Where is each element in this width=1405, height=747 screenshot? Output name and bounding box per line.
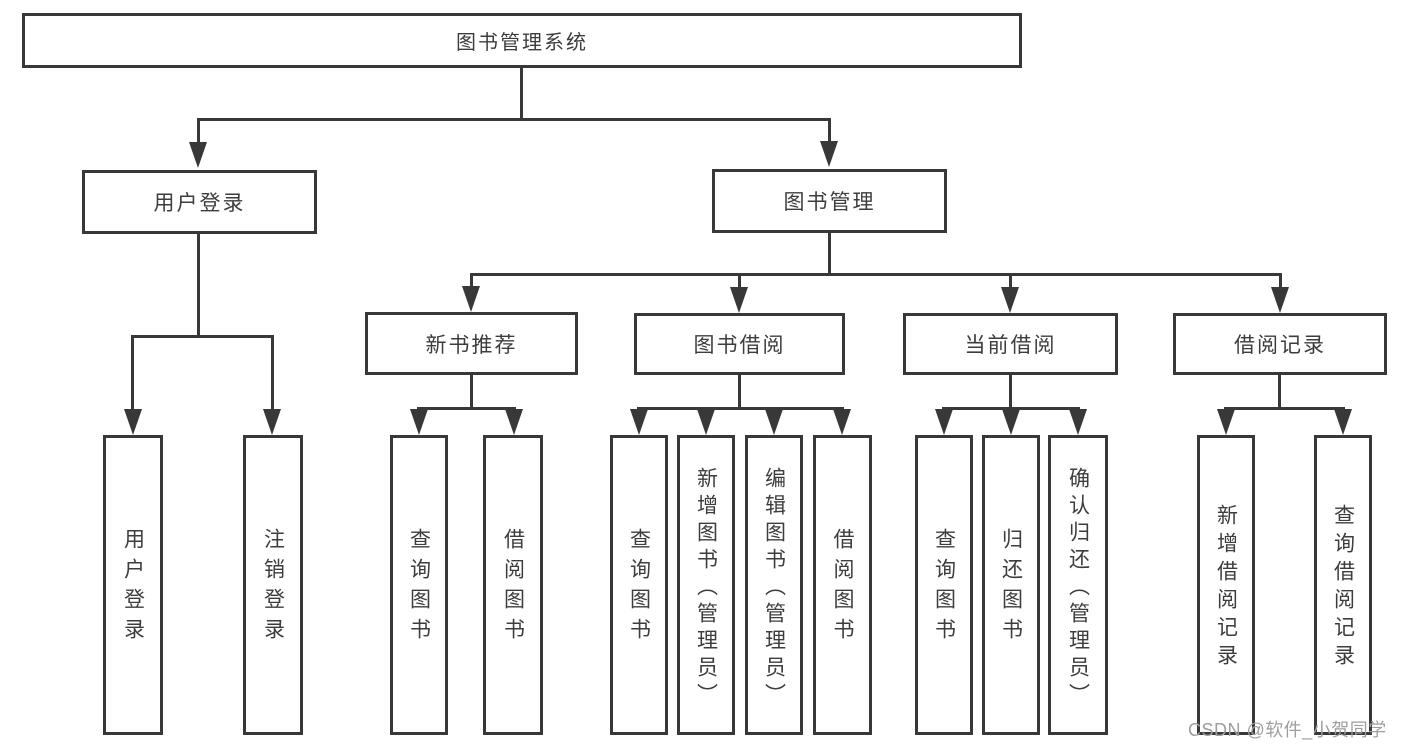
leaf-borrow-books: 借阅图书 <box>813 435 872 735</box>
leaf-query-books: 查询图书 <box>610 435 668 735</box>
connector-rec-stem <box>470 375 473 409</box>
connector-login-drop <box>197 118 200 148</box>
connector-records-stem <box>1278 375 1281 409</box>
connector-leaf-drop <box>271 335 274 413</box>
arrow-down-icon <box>505 409 523 435</box>
arrow-down-icon <box>189 142 207 168</box>
arrow-down-icon <box>1002 409 1020 435</box>
csdn-watermark: CSDN @软件_小贺同学 <box>1188 720 1387 740</box>
leaf-logout: 注销登录 <box>243 435 303 735</box>
connector-root-stem <box>520 68 523 118</box>
connector-mgmt-branch <box>470 273 1282 276</box>
arrow-down-icon <box>935 409 953 435</box>
connector-mgmt-stem <box>828 233 831 273</box>
leaf-query-borrow-record: 查询借阅记录 <box>1314 435 1372 735</box>
node-borrow-records: 借阅记录 <box>1173 313 1387 375</box>
leaf-user-login: 用户登录 <box>103 435 163 735</box>
connector-current-branch <box>942 407 1080 410</box>
arrow-down-icon <box>1271 287 1289 313</box>
leaf-add-borrow-record: 新增借阅记录 <box>1197 435 1255 735</box>
arrow-down-icon <box>410 409 428 435</box>
connector-l3-drop <box>1009 273 1012 290</box>
connector-leaf-drop <box>131 335 134 413</box>
arrow-down-icon <box>1001 287 1019 313</box>
arrow-down-icon <box>630 409 648 435</box>
connector-borrow-branch <box>637 407 844 410</box>
connector-l3-drop <box>470 273 473 290</box>
node-book-management: 图书管理 <box>712 169 947 233</box>
connector-records-branch <box>1224 407 1345 410</box>
node-root-system: 图书管理系统 <box>22 13 1022 68</box>
connector-rec-branch <box>417 407 516 410</box>
arrow-down-icon <box>730 287 748 313</box>
leaf-confirm-return-admin: 确认归还（管理员） <box>1048 435 1108 735</box>
node-new-book-recommend: 新书推荐 <box>365 312 578 375</box>
leaf-return-books: 归还图书 <box>982 435 1040 735</box>
connector-l3-drop <box>1279 273 1282 290</box>
leaf-query-books: 查询图书 <box>390 435 448 735</box>
arrow-down-icon <box>820 141 838 167</box>
leaf-borrow-books: 借阅图书 <box>483 435 543 735</box>
node-user-login: 用户登录 <box>82 170 317 234</box>
leaf-edit-books-admin: 编辑图书（管理员） <box>745 435 803 735</box>
connector-current-stem <box>1009 375 1012 409</box>
arrow-down-icon <box>263 409 281 435</box>
connector-mgmt-drop <box>828 118 831 148</box>
leaf-query-books: 查询图书 <box>915 435 973 735</box>
arrow-down-icon <box>1217 409 1235 435</box>
arrow-down-icon <box>1069 409 1087 435</box>
arrow-down-icon <box>833 409 851 435</box>
arrow-down-icon <box>1334 409 1352 435</box>
leaf-add-books-admin: 新增图书（管理员） <box>677 435 735 735</box>
connector-root-branch <box>197 118 831 121</box>
arrow-down-icon <box>697 409 715 435</box>
arrow-down-icon <box>462 286 480 312</box>
arrow-down-icon <box>124 409 142 435</box>
node-current-borrow: 当前借阅 <box>903 313 1118 375</box>
connector-l3-drop <box>738 273 741 290</box>
connector-borrow-stem <box>738 375 741 409</box>
node-book-borrow: 图书借阅 <box>634 313 845 375</box>
connector-login-branch <box>131 335 274 338</box>
arrow-down-icon <box>765 409 783 435</box>
connector-login-stem <box>197 234 200 335</box>
